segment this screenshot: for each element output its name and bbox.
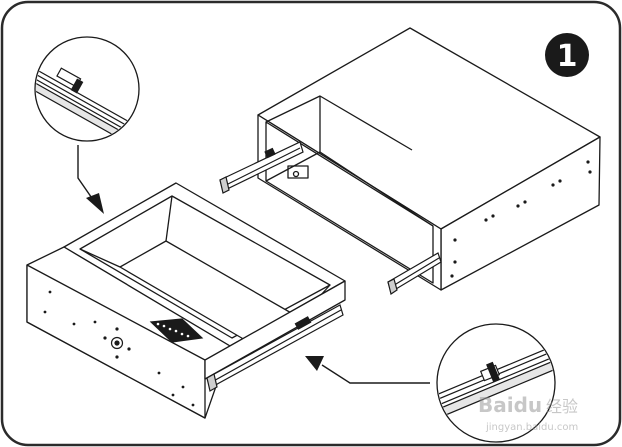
left-arrow-icon <box>305 356 430 384</box>
drawer-slide-rail <box>206 304 344 392</box>
step-number: 1 <box>557 39 578 74</box>
watermark-brand: Baidu <box>478 393 542 417</box>
cabinet-slide-rail-right <box>387 252 442 295</box>
step-badge: 1 <box>545 33 589 77</box>
cabinet-slide-rail-left <box>219 141 304 194</box>
cabinet <box>257 27 601 291</box>
watermark-url: jingyan.baidu.com <box>485 422 578 433</box>
zoom-detail-top-icon <box>34 36 140 142</box>
zoom-detail-bottom-icon <box>436 323 556 443</box>
down-left-arrow-icon <box>77 145 104 214</box>
watermark: Baidu 经验 jingyan.baidu.com <box>478 393 578 433</box>
cabinet-holes <box>450 160 592 278</box>
drawer-front-details <box>43 290 204 407</box>
drawer <box>26 182 346 419</box>
watermark-label: 经验 <box>546 397 578 416</box>
